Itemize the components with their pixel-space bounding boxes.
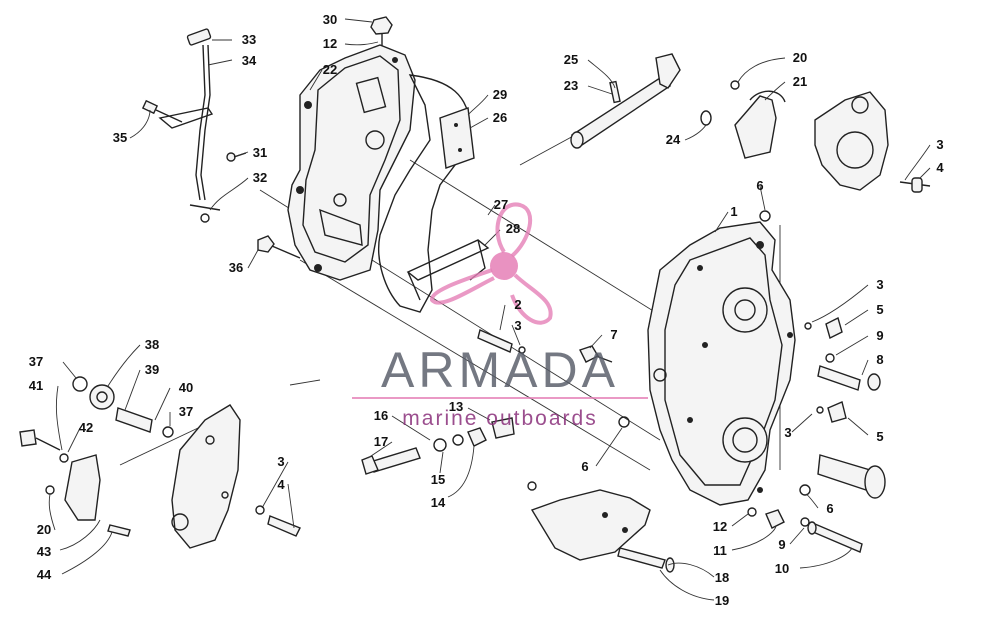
callout-3: 3 — [876, 277, 883, 292]
callout-5: 5 — [876, 429, 883, 444]
callout-34: 34 — [242, 53, 257, 68]
callout-33: 33 — [242, 32, 256, 47]
callout-3: 3 — [514, 318, 521, 333]
callout-38: 38 — [145, 337, 159, 352]
leader-lines — [48, 18, 931, 601]
part-shaft-assembly — [570, 53, 712, 149]
callout-20: 20 — [37, 522, 51, 537]
callout-31: 31 — [253, 145, 267, 160]
callout-16: 16 — [374, 408, 388, 423]
callout-15: 15 — [431, 472, 445, 487]
callout-40: 40 — [179, 380, 193, 395]
part-27-28-clip — [406, 239, 490, 301]
callout-37: 37 — [29, 354, 43, 369]
callout-29: 29 — [493, 87, 507, 102]
callout-32: 32 — [253, 170, 267, 185]
callout-20: 20 — [793, 50, 807, 65]
callout-27: 27 — [494, 197, 508, 212]
callout-4: 4 — [936, 160, 944, 175]
callout-6: 6 — [756, 178, 763, 193]
callout-37: 37 — [179, 404, 193, 419]
callout-17: 17 — [374, 434, 388, 449]
callout-28: 28 — [506, 221, 520, 236]
part-1-main-gear-case — [647, 221, 796, 506]
part-housing-right — [814, 91, 931, 193]
part-gasket-outline — [378, 74, 471, 313]
callout-3: 3 — [277, 454, 284, 469]
callout-25: 25 — [564, 52, 578, 67]
callout-2: 2 — [514, 297, 521, 312]
part-18-mount — [527, 481, 675, 573]
callout-labels: 30 12 33 34 22 35 31 32 25 23 24 29 26 2… — [29, 12, 945, 608]
callout-9: 9 — [876, 328, 883, 343]
callout-11: 11 — [713, 543, 727, 558]
callout-21: 21 — [793, 74, 807, 89]
part-7-bolt — [579, 345, 613, 363]
part-dipstick-rod — [158, 28, 221, 223]
callout-9: 9 — [778, 537, 785, 552]
callout-14: 14 — [431, 495, 446, 510]
part-21-bracket — [730, 80, 786, 159]
callout-13: 13 — [449, 399, 463, 414]
callout-23: 23 — [564, 78, 578, 93]
part-2-stud — [477, 329, 526, 354]
callout-3: 3 — [784, 425, 791, 440]
callout-36: 36 — [229, 260, 243, 275]
callout-44: 44 — [37, 567, 52, 582]
callout-18: 18 — [715, 570, 729, 585]
callout-42: 42 — [79, 420, 93, 435]
callout-12: 12 — [713, 519, 727, 534]
callout-8: 8 — [876, 352, 883, 367]
callout-30: 30 — [323, 12, 337, 27]
part-lower-left-cover — [171, 404, 241, 549]
callout-24: 24 — [666, 132, 681, 147]
armada-wordmark: ARMADA marine outboards — [352, 342, 648, 430]
callout-6: 6 — [581, 459, 588, 474]
callout-4: 4 — [277, 477, 285, 492]
callout-1: 1 — [730, 204, 737, 219]
part-35-screw — [141, 99, 183, 123]
callout-19: 19 — [715, 593, 729, 608]
callout-41: 41 — [29, 378, 43, 393]
right-side-fasteners — [759, 210, 886, 499]
callout-5: 5 — [876, 302, 883, 317]
callout-12: 12 — [323, 36, 337, 51]
left-bushing-group — [19, 376, 301, 537]
callout-7: 7 — [610, 327, 617, 342]
callout-22: 22 — [323, 62, 337, 77]
center-fasteners — [361, 416, 630, 475]
part-22-gear-case-cover — [287, 44, 416, 281]
brand-tagline: marine outboards — [402, 407, 597, 430]
part-26-plate — [439, 107, 475, 169]
callout-26: 26 — [493, 110, 507, 125]
part-30-top-bolt — [370, 16, 393, 46]
callout-39: 39 — [145, 362, 159, 377]
brand-name: ARMADA — [381, 342, 619, 398]
part-36-bolt — [257, 235, 301, 259]
callout-6: 6 — [826, 501, 833, 516]
callout-10: 10 — [775, 561, 789, 576]
callout-3: 3 — [936, 137, 943, 152]
bottom-right-fasteners — [747, 507, 863, 553]
armada-logo-mark — [430, 202, 553, 325]
callout-35: 35 — [113, 130, 127, 145]
part-31-bolt — [226, 152, 247, 162]
callout-43: 43 — [37, 544, 51, 559]
